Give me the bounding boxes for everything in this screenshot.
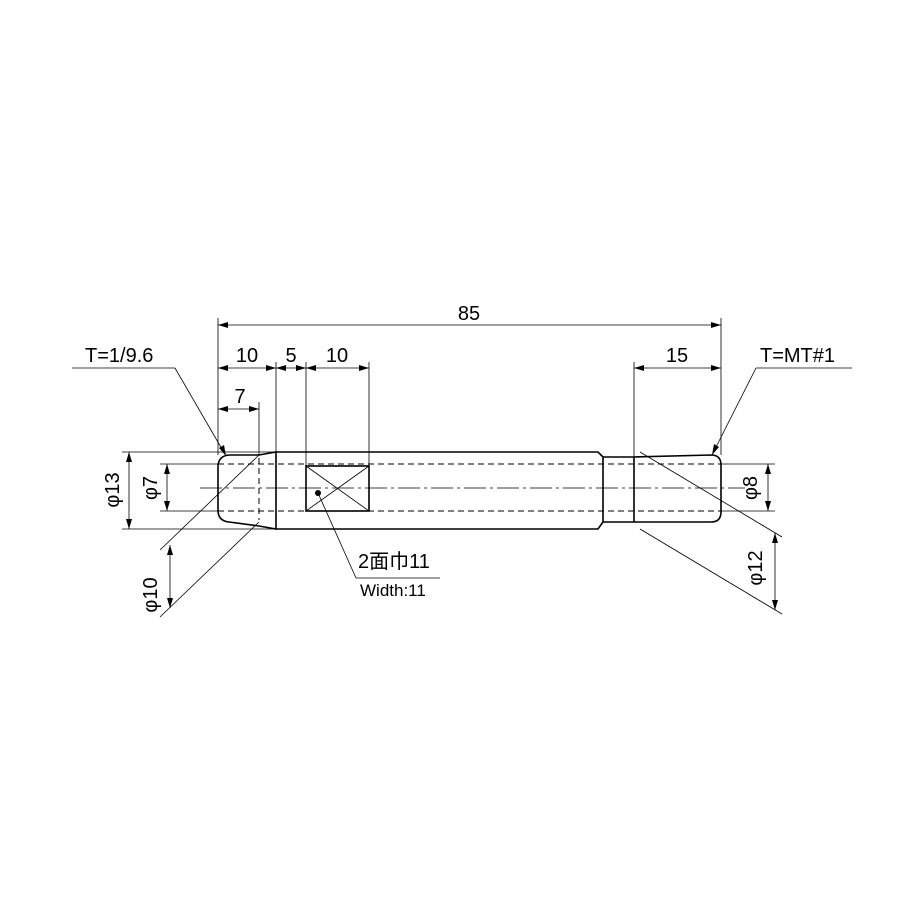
hidden-lines — [218, 458, 721, 520]
dim-left-taper-length: 10 — [236, 345, 258, 367]
dim-flat-length: 10 — [326, 345, 348, 367]
part-outline — [217, 451, 722, 530]
dia-left-outer: φ13 — [102, 472, 124, 507]
note-left-taper: T=1/9.6 — [85, 345, 153, 367]
dim-step-length: 5 — [285, 345, 296, 367]
note-flat-width-jp: 2面巾11 — [358, 550, 430, 573]
dia-left-bore: φ7 — [140, 476, 162, 500]
note-right-taper: T=MT#1 — [760, 345, 835, 367]
note-flat-width-en: Width:11 — [360, 581, 426, 600]
dia-right-small: φ8 — [740, 476, 762, 500]
dia-right-large: φ12 — [745, 550, 767, 585]
dim-left-bore-depth: 7 — [234, 386, 245, 408]
dim-right-taper-length: 15 — [666, 345, 688, 367]
dim-overall-length: 85 — [458, 303, 480, 325]
dia-left-small: φ10 — [140, 577, 162, 612]
dimension-lines — [72, 318, 852, 618]
